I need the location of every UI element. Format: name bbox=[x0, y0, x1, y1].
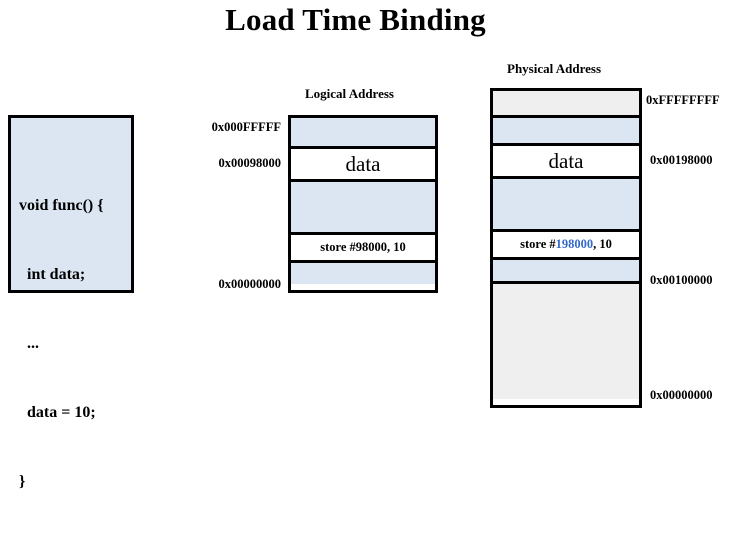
logical-address-header: Logical Address bbox=[305, 86, 394, 101]
physical-address-label-data: 0x00198000 bbox=[650, 153, 713, 167]
code-line: ... bbox=[19, 335, 39, 352]
code-line: data = 10; bbox=[19, 404, 96, 421]
logical-row-data: data bbox=[291, 149, 435, 182]
physical-address-table: data store #198000, 10 bbox=[490, 88, 642, 408]
logical-row-store: store #98000, 10 bbox=[291, 235, 435, 263]
logical-row-free-mid bbox=[291, 182, 435, 235]
source-code-box: void func() { int data; ... data = 10; } bbox=[8, 115, 134, 490]
physical-row-data: data bbox=[493, 146, 639, 179]
physical-data-label: data bbox=[548, 148, 584, 173]
physical-address-label-base: 0x00100000 bbox=[650, 273, 713, 287]
physical-row-free-mid bbox=[493, 179, 639, 232]
logical-data-label: data bbox=[345, 151, 381, 176]
physical-row-store: store #198000, 10 bbox=[493, 232, 639, 260]
physical-address-header: Physical Address bbox=[507, 61, 602, 76]
store-suffix: , 10 bbox=[593, 237, 612, 252]
logical-address-label-data: 0x00098000 bbox=[218, 156, 282, 170]
physical-row-free-lower bbox=[493, 260, 639, 284]
logical-address-label-bottom: 0x00000000 bbox=[218, 277, 282, 291]
physical-row-reserved-bottom bbox=[493, 284, 639, 399]
page-title: Load Time Binding bbox=[225, 2, 486, 37]
logical-address-label-top: 0x000FFFFF bbox=[211, 120, 281, 134]
logical-row-free-bottom bbox=[291, 263, 435, 284]
physical-address-label-bottom: 0x00000000 bbox=[650, 388, 713, 402]
physical-row-free-upper bbox=[493, 118, 639, 146]
logical-address-table: data store #98000, 10 bbox=[288, 115, 438, 293]
store-prefix: store # bbox=[520, 237, 556, 252]
logical-row-free-top bbox=[291, 118, 435, 149]
store-relocated-address: 198000 bbox=[555, 237, 594, 252]
code-line: void func() { bbox=[19, 197, 104, 214]
physical-address-label-top: 0xFFFFFFFF bbox=[646, 93, 720, 107]
code-line: int data; bbox=[19, 266, 86, 283]
source-code-lines: void func() { int data; ... data = 10; } bbox=[19, 148, 104, 539]
physical-store-instruction: store #198000, 10 bbox=[520, 238, 612, 251]
code-line: } bbox=[19, 473, 26, 490]
logical-store-instruction: store #98000, 10 bbox=[320, 240, 406, 255]
physical-row-reserved-top bbox=[493, 91, 639, 118]
